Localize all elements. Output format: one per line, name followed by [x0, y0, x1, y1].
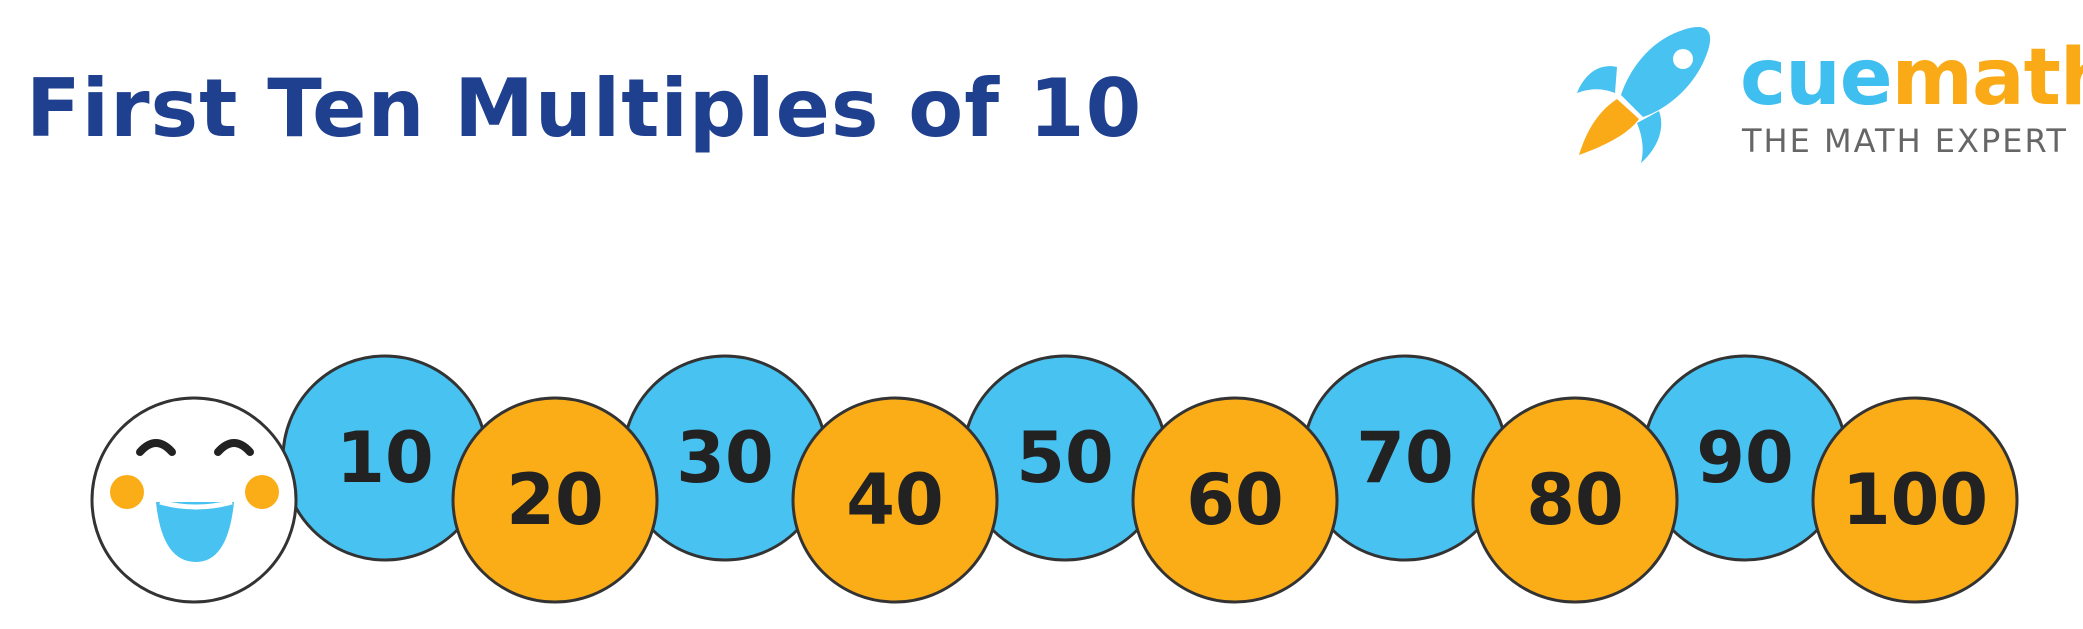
multiple-label: 20 [506, 459, 603, 541]
segment-90: 90 [1641, 354, 1849, 562]
multiple-label: 40 [846, 459, 943, 541]
page-title: First Ten Multiples of 10 [26, 62, 1143, 155]
segment-circle [451, 396, 659, 604]
brand-name: cuemath [1740, 33, 2083, 123]
segment-circle [1131, 396, 1339, 604]
cuemath-logo: cuemath THE MATH EXPERT [1555, 15, 2083, 175]
multiple-label: 80 [1526, 459, 1623, 541]
multiple-label: 10 [336, 417, 433, 499]
segment-circle [1811, 396, 2019, 604]
segment-circle [1471, 396, 1679, 604]
segment-40: 40 [791, 396, 999, 604]
multiple-label: 30 [676, 417, 773, 499]
segment-10: 10 [281, 354, 489, 562]
smiling-face-icon [110, 439, 279, 562]
multiple-label: 60 [1186, 459, 1283, 541]
segment-circle [791, 396, 999, 604]
segment-60: 60 [1131, 396, 1339, 604]
segment-100: 100 [1811, 396, 2019, 604]
multiple-label: 70 [1356, 417, 1453, 499]
segment-80: 80 [1471, 396, 1679, 604]
multiple-label: 90 [1696, 417, 1793, 499]
segment-20: 20 [451, 396, 659, 604]
brand-tagline: THE MATH EXPERT [1742, 122, 2068, 160]
segment-70: 70 [1301, 354, 1509, 562]
multiple-label: 100 [1842, 459, 1988, 541]
caterpillar-head [90, 396, 298, 604]
rocket-icon [1577, 26, 1711, 163]
multiple-label: 50 [1016, 417, 1113, 499]
